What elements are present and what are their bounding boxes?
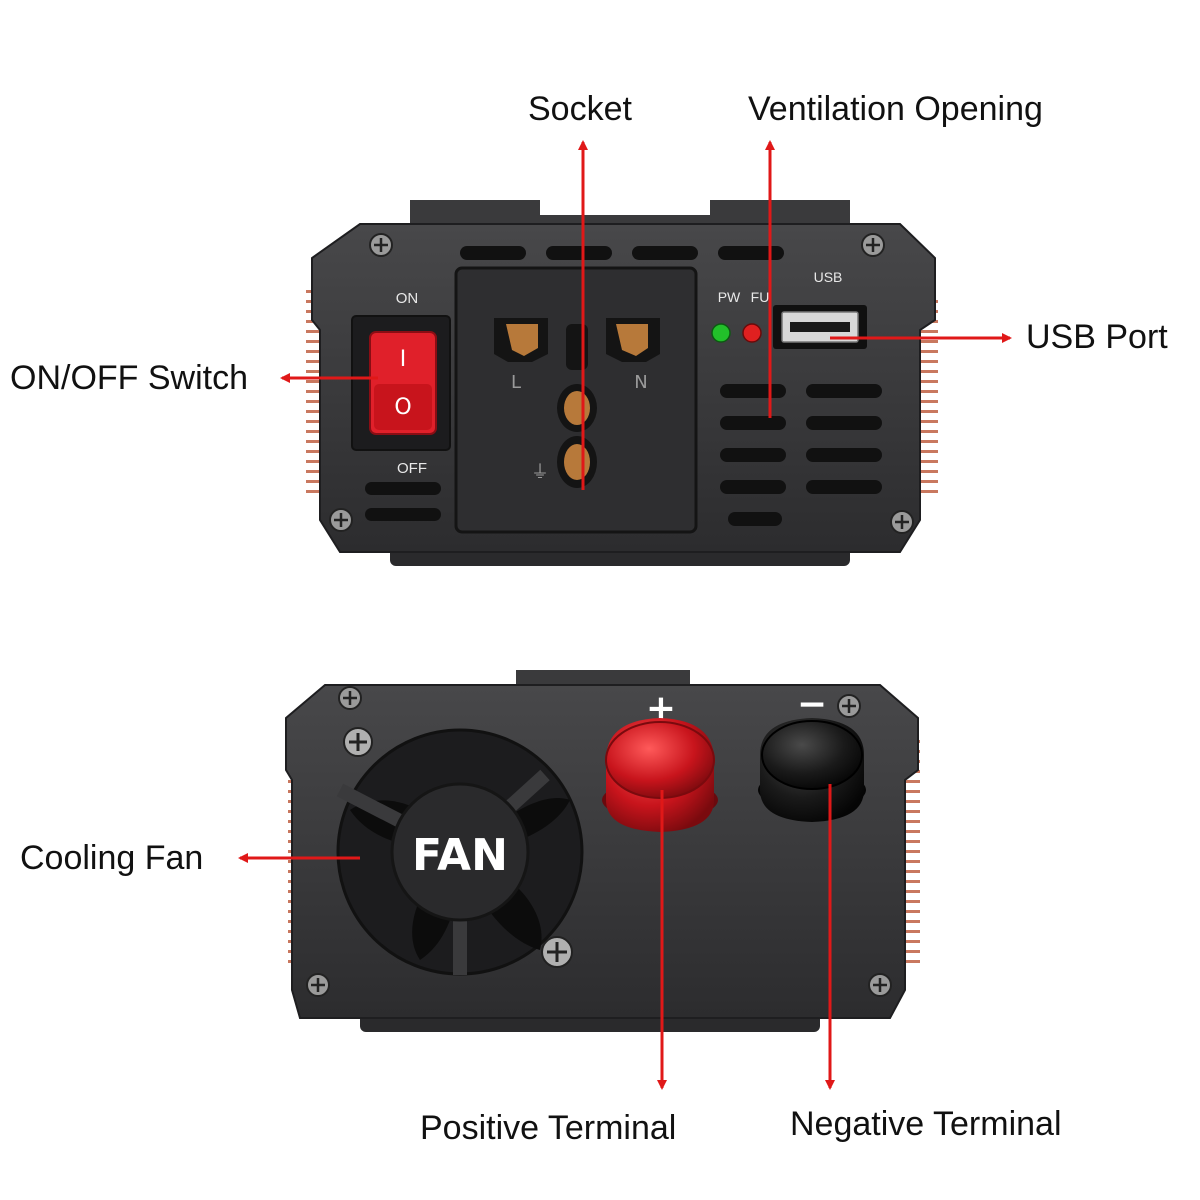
- negative-terminal[interactable]: [758, 718, 866, 822]
- screw-icon: [343, 727, 373, 757]
- socket-contact-line: [494, 318, 548, 362]
- socket-center-slot: [566, 324, 588, 370]
- fan-label: FAN: [412, 830, 508, 881]
- label-usb-port: USB Port: [1026, 318, 1168, 356]
- left-vent-slots: [365, 482, 441, 521]
- pw-label: PW: [718, 289, 741, 305]
- back-panel: FAN + −: [285, 670, 920, 1032]
- top-vent-slots: [460, 246, 784, 260]
- label-positive-terminal: Positive Terminal: [420, 1109, 677, 1147]
- fault-led: [742, 323, 762, 343]
- screw-icon: [369, 233, 393, 257]
- socket-contact-neutral: [606, 318, 660, 362]
- top-lip: [410, 200, 850, 226]
- socket-line-label: L: [511, 372, 521, 393]
- label-cooling-fan: Cooling Fan: [20, 839, 204, 877]
- label-on-off-switch: ON/OFF Switch: [10, 359, 249, 397]
- socket-earth-label: ⏚: [531, 462, 549, 483]
- callout-arrows: [238, 140, 1012, 1090]
- positive-terminal[interactable]: [602, 718, 718, 832]
- screw-icon: [861, 233, 885, 257]
- usb-label: USB: [814, 269, 843, 285]
- screw-icon: [338, 686, 362, 710]
- on-label: ON: [396, 290, 419, 307]
- heatsink-fins-right: [904, 740, 920, 970]
- switch-lower-half: [374, 384, 432, 430]
- right-vent-slots: [720, 384, 882, 526]
- label-socket: Socket: [528, 90, 632, 128]
- switch-on-symbol: I: [400, 347, 407, 372]
- front-panel: I O ON OFF: [306, 200, 938, 566]
- cooling-fan: FAN: [336, 728, 584, 976]
- screw-icon: [837, 694, 861, 718]
- screw-icon: [868, 973, 892, 997]
- label-negative-terminal: Negative Terminal: [790, 1105, 1062, 1143]
- heatsink-fins-right: [920, 300, 938, 500]
- off-label: OFF: [397, 460, 427, 477]
- screw-icon: [890, 510, 914, 534]
- fu-label: FU: [751, 289, 770, 305]
- screw-icon: [541, 936, 573, 968]
- label-ventilation-opening: Ventilation Opening: [748, 90, 1043, 128]
- power-led: [711, 323, 731, 343]
- screw-icon: [329, 508, 353, 532]
- socket-neutral-label: N: [634, 372, 647, 393]
- switch-off-symbol: O: [394, 395, 411, 420]
- screw-icon: [306, 973, 330, 997]
